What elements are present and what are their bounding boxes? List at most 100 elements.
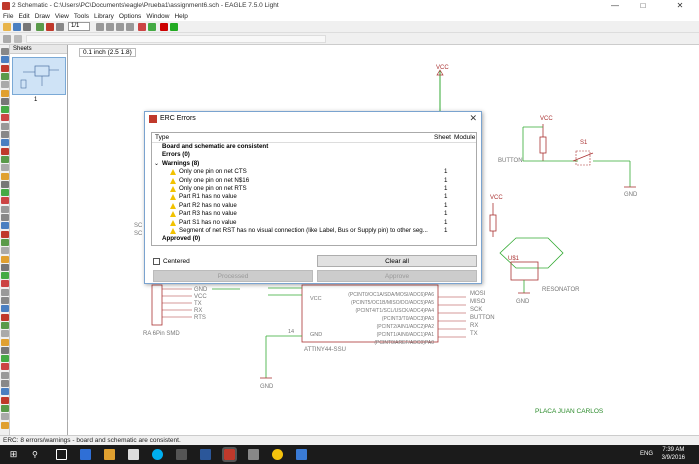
tool-button-icon[interactable]	[1, 189, 9, 197]
menu-options[interactable]: Options	[118, 13, 142, 20]
tool-button-icon[interactable]	[1, 72, 9, 80]
script-icon[interactable]	[56, 23, 64, 31]
processed-button[interactable]: Processed	[153, 270, 313, 282]
store-icon[interactable]	[128, 449, 139, 460]
task-view-icon[interactable]	[56, 449, 67, 460]
tool-button-icon[interactable]	[1, 288, 9, 296]
tool-button-icon[interactable]	[1, 280, 9, 288]
tool-button-icon[interactable]	[1, 180, 9, 188]
redraw-icon[interactable]	[126, 23, 134, 31]
search-icon[interactable]: ⚲	[32, 450, 38, 459]
zoom-fit-icon[interactable]	[96, 23, 104, 31]
tool-button-icon[interactable]	[1, 404, 9, 412]
eagle-taskbar-icon[interactable]	[222, 447, 237, 462]
tool-button-icon[interactable]	[1, 247, 9, 255]
menu-view[interactable]: View	[54, 13, 69, 20]
tool-button-icon[interactable]	[1, 89, 9, 97]
tool-button-icon[interactable]	[1, 230, 9, 238]
approve-button[interactable]: Approve	[317, 270, 477, 282]
col-sheet[interactable]: Sheet	[434, 134, 451, 141]
save-icon[interactable]	[13, 23, 21, 31]
tool-button-icon[interactable]	[1, 48, 9, 55]
tool-button-icon[interactable]	[1, 421, 9, 429]
open-icon[interactable]	[3, 23, 11, 31]
tool-button-icon[interactable]	[1, 396, 9, 404]
menu-help[interactable]: Help	[174, 13, 188, 20]
tool-button-icon[interactable]	[1, 255, 9, 263]
command-line[interactable]	[26, 35, 326, 43]
dialog-close-button[interactable]: ✕	[469, 113, 477, 123]
erc-results-list[interactable]: Type Sheet Module Board and schematic ar…	[151, 132, 477, 246]
go-icon[interactable]	[170, 23, 178, 31]
layer-icon[interactable]	[14, 35, 22, 43]
zoom-in-icon[interactable]	[106, 23, 114, 31]
col-type[interactable]: Type	[155, 134, 170, 141]
menu-draw[interactable]: Draw	[34, 13, 50, 20]
app-icon[interactable]	[176, 449, 187, 460]
tool-button-icon[interactable]	[1, 131, 9, 138]
tool-button-icon[interactable]	[1, 114, 9, 122]
tool-button-icon[interactable]	[1, 380, 9, 387]
tool-button-icon[interactable]	[1, 56, 9, 64]
sheet-selector[interactable]: 1/1	[68, 22, 90, 31]
erc-row[interactable]: Segment of net RST has no visual connect…	[152, 227, 476, 235]
erc-row[interactable]: Approved (0)	[152, 235, 476, 243]
menu-tools[interactable]: Tools	[73, 13, 90, 20]
erc-row[interactable]: Board and schematic are consistent	[152, 143, 476, 151]
tool-button-icon[interactable]	[1, 238, 9, 246]
menu-file[interactable]: File	[3, 13, 14, 20]
erc-row[interactable]: ⌄Warnings (8)	[152, 160, 476, 168]
menu-library[interactable]: Library	[94, 13, 114, 20]
tool-button-icon[interactable]	[1, 64, 9, 72]
tool-button-icon[interactable]	[1, 355, 9, 363]
skype-icon[interactable]	[152, 449, 163, 460]
tool-button-icon[interactable]	[1, 147, 9, 155]
erc-row[interactable]: Errors (0)	[152, 151, 476, 159]
close-window-button[interactable]: ✕	[676, 1, 684, 10]
tool-button-icon[interactable]	[1, 164, 9, 172]
tool-button-icon[interactable]	[1, 122, 9, 130]
tool-button-icon[interactable]	[1, 330, 9, 338]
tool-button-icon[interactable]	[1, 413, 9, 421]
zoom-out-icon[interactable]	[116, 23, 124, 31]
word-icon[interactable]	[200, 449, 211, 460]
tool-button-icon[interactable]	[1, 97, 9, 105]
explorer-icon[interactable]	[104, 449, 115, 460]
language-indicator[interactable]: ENG	[639, 451, 653, 457]
tool-button-icon[interactable]	[1, 139, 9, 147]
redo-icon[interactable]	[148, 23, 156, 31]
tool-button-icon[interactable]	[1, 106, 9, 114]
print-icon[interactable]	[23, 23, 31, 31]
tool-button-icon[interactable]	[1, 388, 9, 396]
grid-icon[interactable]	[3, 35, 11, 43]
tool-button-icon[interactable]	[1, 371, 9, 379]
centered-checkbox[interactable]	[153, 258, 160, 265]
app-icon-2[interactable]	[248, 449, 259, 460]
tool-button-icon[interactable]	[1, 338, 9, 346]
tool-button-icon[interactable]	[1, 81, 9, 89]
tool-button-icon[interactable]	[1, 305, 9, 313]
tool-button-icon[interactable]	[1, 346, 9, 354]
start-windows-icon[interactable]: ⊞	[8, 449, 19, 460]
board-icon[interactable]	[36, 23, 44, 31]
tool-button-icon[interactable]	[1, 321, 9, 329]
taskbar-clock[interactable]: 7:39 AM 3/9/2016	[662, 446, 685, 462]
minimize-button[interactable]: —	[611, 1, 619, 10]
tool-button-icon[interactable]	[1, 205, 9, 213]
stop-icon[interactable]	[160, 23, 168, 31]
tool-button-icon[interactable]	[1, 297, 9, 304]
tool-button-icon[interactable]	[1, 272, 9, 280]
tool-button-icon[interactable]	[1, 363, 9, 371]
cam-icon[interactable]	[46, 23, 54, 31]
menu-window[interactable]: Window	[146, 13, 170, 20]
tool-button-icon[interactable]	[1, 197, 9, 205]
chrome-icon[interactable]	[272, 449, 283, 460]
col-module[interactable]: Module	[454, 134, 476, 141]
sheet-thumbnail[interactable]	[12, 57, 66, 95]
tool-button-icon[interactable]	[1, 222, 9, 230]
